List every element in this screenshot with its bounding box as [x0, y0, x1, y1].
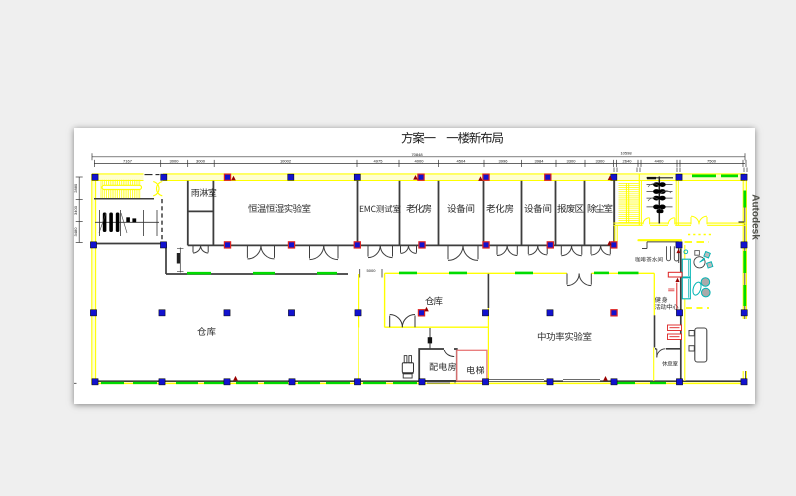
svg-text:3000: 3000 — [196, 159, 206, 164]
svg-text:4000: 4000 — [415, 159, 425, 164]
svg-text:7500: 7500 — [707, 159, 717, 164]
svg-text:10002: 10002 — [280, 159, 292, 164]
svg-text:2640: 2640 — [623, 159, 633, 164]
svg-text:7167: 7167 — [123, 159, 133, 164]
svg-text:3000: 3000 — [170, 159, 180, 164]
svg-text:3400: 3400 — [73, 205, 78, 215]
svg-text:5000: 5000 — [367, 268, 377, 273]
svg-text:3996: 3996 — [499, 159, 509, 164]
svg-text:3300: 3300 — [596, 159, 606, 164]
svg-text:10598: 10598 — [620, 151, 632, 156]
svg-text:70848: 70848 — [411, 152, 423, 157]
svg-text:4504: 4504 — [457, 159, 467, 164]
svg-text:4975: 4975 — [374, 159, 384, 164]
svg-text:3300: 3300 — [567, 159, 577, 164]
svg-text:3480: 3480 — [73, 227, 78, 237]
svg-text:2880: 2880 — [73, 183, 78, 193]
svg-text:4400: 4400 — [655, 159, 665, 164]
svg-text:Autodesk: Autodesk — [750, 194, 761, 240]
svg-text:3984: 3984 — [535, 159, 545, 164]
